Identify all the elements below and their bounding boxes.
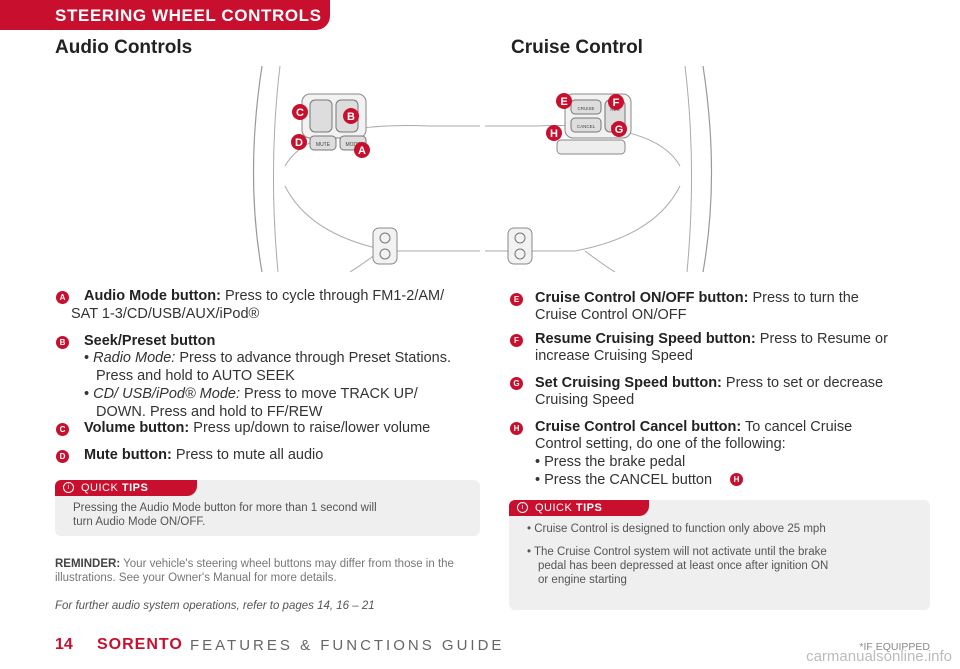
cruise-onoff-desc-2: Cruise Control ON/OFF bbox=[535, 307, 687, 323]
radio-mode-bullet: • Radio Mode: Press to advance through P… bbox=[84, 350, 451, 366]
seek-preset-button-desc: Seek/Preset button bbox=[84, 333, 216, 349]
quick-tips-header: i QUICK TIPS bbox=[509, 500, 649, 516]
quick-tips-header: i QUICK TIPS bbox=[55, 480, 197, 496]
audio-mode-button-desc: Audio Mode button: Press to cycle throug… bbox=[84, 288, 445, 304]
cd-mode-bullet-2: DOWN. Press and hold to FF/REW bbox=[96, 404, 323, 420]
cancel-desc: Cruise Control Cancel button: To cancel … bbox=[535, 419, 853, 435]
if-equipped-note: *IF EQUIPPED bbox=[859, 641, 930, 653]
tip-icon: i bbox=[517, 502, 528, 513]
cruise-control-title: Cruise Control bbox=[511, 37, 643, 58]
page-number: 14 bbox=[55, 636, 73, 653]
resume-speed-desc: Resume Cruising Speed button: Press to R… bbox=[535, 331, 888, 347]
marker-e: E bbox=[510, 293, 523, 306]
cancel-bullet-brake: • Press the brake pedal bbox=[535, 454, 686, 470]
footer-brand: SORENTO bbox=[97, 636, 183, 653]
footer-guide-title: FEATURES & FUNCTIONS GUIDE bbox=[190, 637, 505, 654]
cruise-onoff-desc: Cruise Control ON/OFF button: Press to t… bbox=[535, 290, 859, 306]
cruise-tip-2b: pedal has been depressed at least once a… bbox=[538, 560, 829, 572]
marker-c: C bbox=[56, 423, 69, 436]
cruise-tip-2c: or engine starting bbox=[538, 574, 627, 586]
svg-text:G: G bbox=[615, 124, 624, 136]
cruise-tip-1: • Cruise Control is designed to function… bbox=[527, 523, 826, 535]
marker-g: G bbox=[510, 377, 523, 390]
marker-a: A bbox=[56, 291, 69, 304]
svg-text:H: H bbox=[550, 128, 558, 140]
svg-text:D: D bbox=[295, 137, 303, 149]
section-banner: STEERING WHEEL CONTROLS bbox=[0, 0, 330, 30]
mute-button-desc: Mute button: Press to mute all audio bbox=[84, 447, 324, 463]
audio-quick-tips: i QUICK TIPS Pressing the Audio Mode but… bbox=[55, 480, 480, 536]
callout-f: F bbox=[608, 94, 624, 110]
cd-mode-bullet: • CD/ USB/iPod® Mode: Press to move TRAC… bbox=[84, 386, 418, 402]
cruise-button-label: CRUISE bbox=[577, 106, 594, 111]
marker-h: H bbox=[510, 422, 523, 435]
cruise-quick-tips: i QUICK TIPS • Cruise Control is designe… bbox=[509, 500, 930, 610]
callout-e: E bbox=[556, 93, 572, 109]
cruise-control-illustration: CRUISE CANCEL RES SET E F H G bbox=[485, 66, 713, 272]
cancel-button-label: CANCEL bbox=[577, 124, 596, 129]
tip-icon: i bbox=[63, 482, 74, 493]
audio-tip-text-2: turn Audio Mode ON/OFF. bbox=[73, 516, 206, 528]
svg-text:B: B bbox=[347, 111, 355, 123]
callout-h: H bbox=[546, 125, 562, 141]
radio-mode-bullet-2: Press and hold to AUTO SEEK bbox=[96, 368, 295, 384]
svg-text:C: C bbox=[296, 107, 304, 119]
callout-c: C bbox=[292, 104, 308, 120]
set-speed-desc-2: Cruising Speed bbox=[535, 392, 635, 408]
cancel-bullet-button: • Press the CANCEL button bbox=[535, 472, 713, 488]
watermark: carmanualsonline.info bbox=[806, 648, 952, 665]
audio-controls-illustration: MUTE MODE C B D A bbox=[252, 66, 480, 272]
marker-d: D bbox=[56, 450, 69, 463]
callout-a: A bbox=[354, 142, 370, 158]
audio-mode-button-desc-2: SAT 1-3/CD/USB/AUX/iPod® bbox=[71, 306, 260, 322]
svg-text:F: F bbox=[613, 97, 620, 109]
mode-button-label: MODE bbox=[346, 142, 362, 148]
callout-g: G bbox=[611, 121, 627, 137]
callout-d: D bbox=[291, 134, 307, 150]
marker-f: F bbox=[510, 334, 523, 347]
cruise-tip-2: • The Cruise Control system will not act… bbox=[527, 546, 827, 558]
set-speed-desc: Set Cruising Speed button: Press to set … bbox=[535, 375, 884, 391]
marker-b: B bbox=[56, 336, 69, 349]
svg-text:A: A bbox=[358, 145, 366, 157]
volume-button-desc: Volume button: Press up/down to raise/lo… bbox=[84, 420, 431, 436]
reminder-note: REMINDER: Your vehicle's steering wheel … bbox=[55, 558, 454, 584]
audio-tip-text: Pressing the Audio Mode button for more … bbox=[73, 502, 377, 514]
svg-text:E: E bbox=[560, 96, 567, 108]
resume-speed-desc-2: increase Cruising Speed bbox=[535, 348, 693, 364]
callout-b: B bbox=[343, 108, 359, 124]
audio-controls-title: Audio Controls bbox=[55, 37, 193, 58]
mute-button-label: MUTE bbox=[316, 142, 331, 148]
further-reference: For further audio system operations, ref… bbox=[55, 600, 375, 612]
cancel-desc-2: Control setting, do one of the following… bbox=[535, 436, 786, 452]
marker-h-inline: H bbox=[730, 473, 743, 486]
